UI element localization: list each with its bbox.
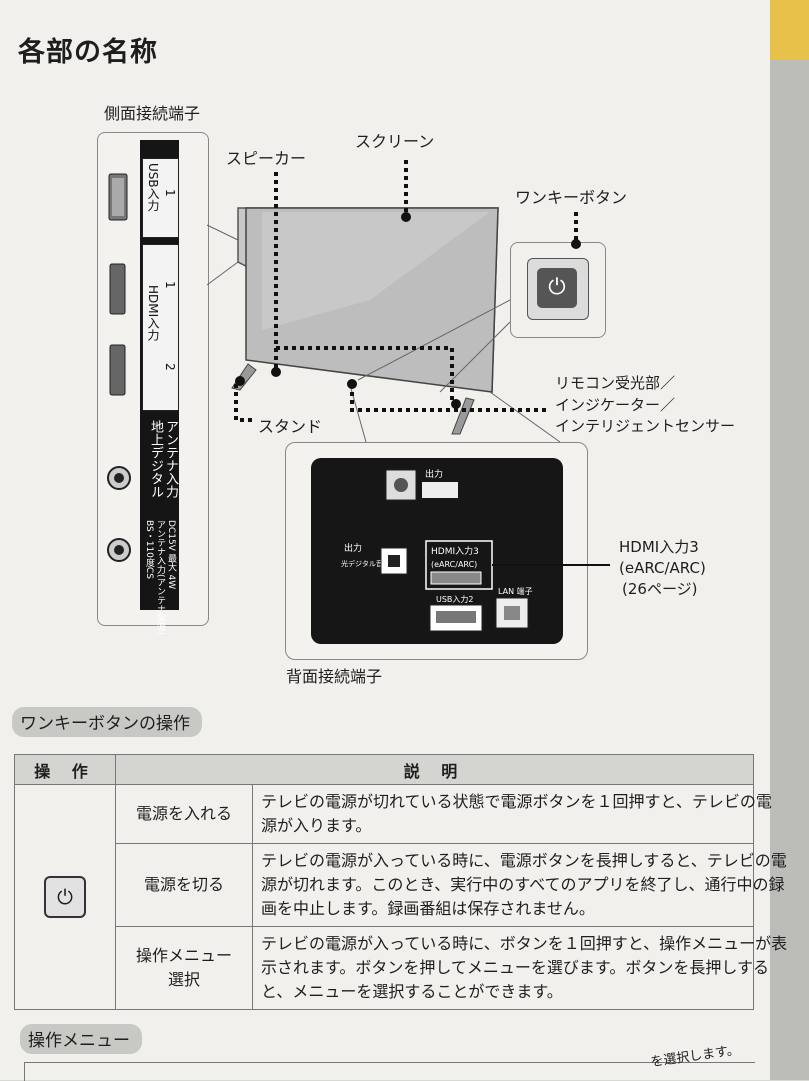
table-row: 操作メニュー 選択 テレビの電源が入っている時に、ボタンを１回押すと、操作メニュ… <box>15 926 788 1010</box>
speaker-right-dot <box>451 399 461 409</box>
rear-terminals-label: 背面接続端子 <box>286 667 383 686</box>
background-surface <box>770 60 809 1080</box>
side-terminals-label: 側面接続端子 <box>104 104 201 123</box>
table-row: ⏻ 電源を入れる テレビの電源が切れている状態で電源ボタンを１回押すと、テレビの… <box>14 784 772 1010</box>
side-hdmi-label: HDMI入力 <box>146 285 160 342</box>
operation-description: テレビの電源が入っている時に、ボタンを１回押すと、操作メニューが表 示されます。… <box>252 926 788 1010</box>
description-line: テレビの電源が入っている時に、電源ボタンを長押しすると、テレビの電 <box>261 851 787 870</box>
one-key-callout-line-a <box>357 299 511 381</box>
side-bs-label-1: BS・110度CS <box>144 520 154 579</box>
operation-name: 操作メニュー 選択 <box>115 926 253 1010</box>
description-line: テレビの電源が切れている状態で電源ボタンを１回押すと、テレビの電 <box>261 792 772 811</box>
remote-sensor-label-2: インジケーター／ <box>555 396 676 414</box>
description-line: 示されます。ボタンを押してメニューを選びます。ボタンを長押しする <box>261 958 770 977</box>
operation-name: 電源を切る <box>115 843 253 927</box>
description-line: 源が入ります。 <box>261 816 372 835</box>
rear-lan-label: LAN 端子 <box>498 587 533 596</box>
power-button-cell: ⏻ <box>14 784 116 1010</box>
operation-name-line: 選択 <box>167 970 200 989</box>
rear-optical-sub-label: 光デジタル音声 <box>341 560 390 568</box>
side-antenna-label-2: アンテナ入力 <box>163 420 178 498</box>
remote-sensor-label-1: リモコン受光部／ <box>555 374 676 392</box>
side-hdmi-port-1 <box>109 263 126 315</box>
operation-description: テレビの電源が入っている時に、電源ボタンを長押しすると、テレビの電 源が切れます… <box>252 843 787 927</box>
rear-usb2-port <box>436 611 476 623</box>
speaker-label: スピーカー <box>226 149 307 168</box>
screen-leader-dot <box>401 212 411 222</box>
stand-leader-dot <box>235 376 245 386</box>
side-callout-line-top <box>206 224 239 241</box>
rear-headphone-output-label: 出力 <box>425 470 444 480</box>
tv-diagram <box>107 160 610 632</box>
remote-sensor-label-3: インテリジェントセンサー <box>555 417 736 435</box>
side-hdmi-port-2 <box>109 344 126 396</box>
side-hdmi-label-box: HDMI入力 1 2 <box>142 244 179 411</box>
side-usb-label-box: USB入力 1 <box>142 158 179 238</box>
rear-hdmi3-label: HDMI入力3 <box>431 547 479 557</box>
screen-reflection <box>262 212 490 330</box>
hdmi3-label-1: HDMI入力3 <box>619 538 699 556</box>
rear-lan-port-core <box>504 606 520 620</box>
one-key-section-title: ワンキーボタンの操作 <box>12 707 202 737</box>
rear-usb2-label: USB入力2 <box>436 595 474 604</box>
hdmi3-label-3: (26ページ) <box>622 580 698 598</box>
side-terrestrial-antenna-core <box>114 473 124 483</box>
operation-name: 電源を入れる <box>115 784 253 844</box>
side-bs-label-3: DC15V 最大 4W <box>166 520 176 590</box>
sensor-leader-dot <box>347 379 357 389</box>
rear-lan-port <box>495 597 529 629</box>
speaker-outline-leader <box>276 346 454 404</box>
table-header-row: 操 作 説 明 <box>14 754 754 785</box>
sensor-leader <box>350 384 548 412</box>
description-line: と、メニューを選択することができます。 <box>261 982 563 1001</box>
hdmi3-label-2: (eARC/ARC) <box>619 559 706 577</box>
rear-optical-output-label: 出力 <box>344 544 363 554</box>
stand-leader <box>234 384 252 422</box>
description-line: 画を中止します。録画番組は保存されません。 <box>261 899 595 918</box>
side-bs-label-2: アンテナ入力(アンテナ電源) <box>155 520 165 636</box>
operation-name-line: 操作メニュー <box>135 946 232 965</box>
table-row: 電源を切る テレビの電源が入っている時に、電源ボタンを長押しすると、テレビの電 … <box>15 843 787 927</box>
description-line: 源が切れます。このとき、実行中のすべてのアプリを終了し、通行中の録 <box>261 875 785 894</box>
table-header-operation: 操 作 <box>14 754 116 785</box>
stand-leg-right <box>451 397 475 435</box>
side-hdmi-number-2: 2 <box>163 363 177 371</box>
screen-label: スクリーン <box>355 132 435 151</box>
side-antenna-label-1: 地上デジタル <box>148 420 163 498</box>
table-header-description: 説 明 <box>115 754 754 785</box>
speaker-leader-dot <box>271 367 281 377</box>
side-callout-line-bottom <box>206 261 239 286</box>
background-object <box>770 0 809 60</box>
side-usb-label: USB入力 <box>146 163 160 212</box>
side-usb-port-inner <box>112 178 124 216</box>
stand-label: スタンド <box>258 417 323 436</box>
rear-headphone-label-box <box>422 482 458 498</box>
rear-antenna-port-core <box>394 478 408 492</box>
power-icon: ⏻ <box>44 876 86 918</box>
page-title: 各部の名称 <box>18 37 158 68</box>
rear-callout-line-b <box>489 391 561 443</box>
side-usb-number: 1 <box>163 189 177 197</box>
one-key-operations-table: 操 作 説 明 ⏻ 電源を入れる テレビの電源が切れている状態で電源ボタンを１回… <box>14 754 788 1010</box>
operation-description: テレビの電源が切れている状態で電源ボタンを１回押すと、テレビの電 源が入ります。 <box>252 784 772 844</box>
rear-hdmi3-port <box>430 571 482 585</box>
operation-menu-section-title: 操作メニュー <box>20 1024 142 1054</box>
one-key-button-label: ワンキーボタン <box>515 188 628 207</box>
operation-menu-table-top <box>24 1062 755 1081</box>
description-line: テレビの電源が入っている時に、ボタンを１回押すと、操作メニューが表 <box>261 934 788 953</box>
side-hdmi-number-1: 1 <box>163 281 177 289</box>
one-key-leader-dot <box>571 239 581 249</box>
rear-hdmi3-sub-label: (eARC/ARC) <box>431 560 478 569</box>
side-bs-antenna-core <box>114 545 124 555</box>
rear-optical-port-core <box>388 555 400 567</box>
power-icon: ⏻ <box>537 268 577 308</box>
